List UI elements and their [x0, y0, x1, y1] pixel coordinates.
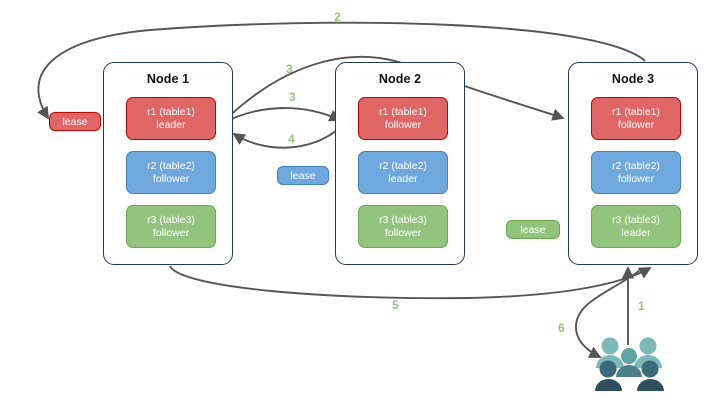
replica-role: follower — [617, 172, 655, 185]
edge-5-path — [169, 265, 652, 300]
replica-name: r1 (table1) — [379, 105, 427, 118]
replica-name: r3 (table3) — [379, 213, 427, 226]
client-users-icon[interactable] — [592, 336, 666, 394]
replica-role: follower — [384, 226, 422, 239]
replica-node3-r2[interactable]: r2 (table2) follower — [591, 151, 681, 194]
replica-name: r1 (table1) — [612, 105, 660, 118]
replica-name: r3 (table3) — [147, 213, 195, 226]
node-title-node2: Node 2 — [378, 72, 422, 86]
replica-node1-r3[interactable]: r3 (table3) follower — [126, 205, 216, 248]
node-container-node1[interactable]: Node 1 r1 (table1) leader r2 (table2) fo… — [103, 62, 233, 265]
edge-label-5: 5 — [392, 298, 399, 312]
replica-name: r2 (table2) — [379, 159, 427, 172]
replica-role: follower — [617, 118, 655, 131]
edge-label-2: 2 — [334, 10, 341, 24]
node-container-node2[interactable]: Node 2 r1 (table1) follower r2 (table2) … — [335, 62, 465, 265]
replica-name: r3 (table3) — [612, 213, 660, 226]
replica-node2-r2[interactable]: r2 (table2) leader — [358, 151, 448, 194]
replica-node3-r1[interactable]: r1 (table1) follower — [591, 97, 681, 140]
replica-name: r2 (table2) — [147, 159, 195, 172]
lease-badge-r1[interactable]: lease — [49, 112, 101, 131]
replica-name: r2 (table2) — [612, 159, 660, 172]
edge-label-3-upper: 3 — [286, 62, 293, 76]
edge-label-3-lower: 3 — [289, 90, 296, 104]
replica-role: leader — [156, 118, 186, 131]
replica-role: leader — [388, 172, 418, 185]
node-title-node3: Node 3 — [611, 72, 655, 86]
node-container-node3[interactable]: Node 3 r1 (table1) follower r2 (table2) … — [568, 62, 698, 265]
replica-node2-r1[interactable]: r1 (table1) follower — [358, 97, 448, 140]
edge-3-lower-path — [220, 107, 342, 125]
replica-name: r1 (table1) — [147, 105, 195, 118]
lease-badge-r3[interactable]: lease — [506, 220, 560, 239]
edge-label-6: 6 — [558, 321, 565, 335]
replica-node1-r1[interactable]: r1 (table1) leader — [126, 97, 216, 140]
replica-role: leader — [621, 226, 651, 239]
lease-badge-r2[interactable]: lease — [277, 166, 329, 185]
replica-role: follower — [384, 118, 422, 131]
replica-role: follower — [152, 226, 190, 239]
replica-node3-r3[interactable]: r3 (table3) leader — [591, 205, 681, 248]
replica-role: follower — [152, 172, 190, 185]
node-title-node1: Node 1 — [146, 72, 190, 86]
edge-label-1: 1 — [638, 299, 645, 313]
edge-label-4: 4 — [288, 132, 295, 146]
replica-node2-r3[interactable]: r3 (table3) follower — [358, 205, 448, 248]
replica-node1-r2[interactable]: r2 (table2) follower — [126, 151, 216, 194]
